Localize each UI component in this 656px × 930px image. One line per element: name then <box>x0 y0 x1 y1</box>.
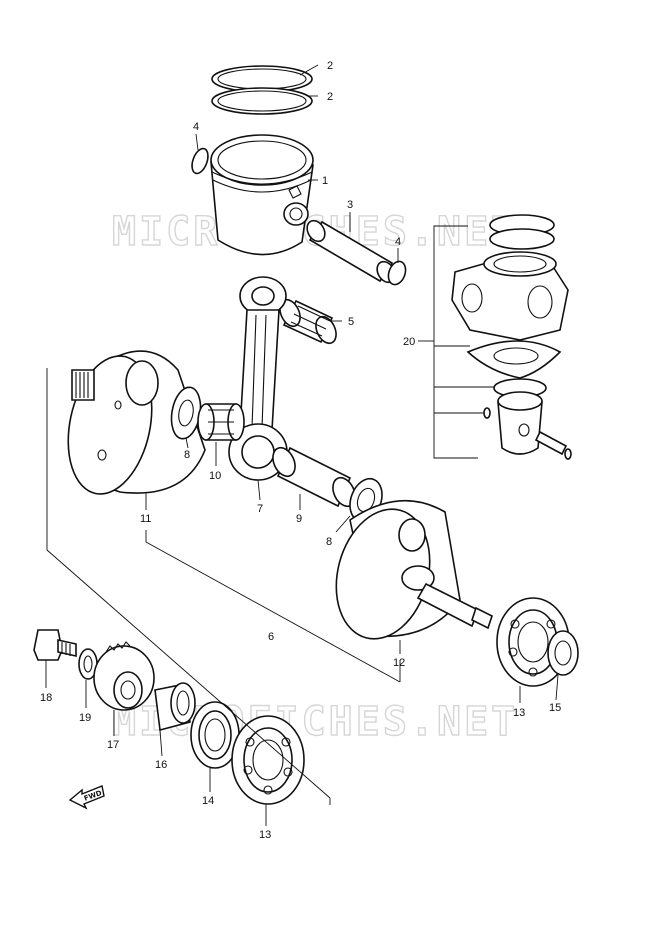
spacer <box>154 682 196 732</box>
crank-bolt <box>33 629 77 661</box>
callout-17: 17 <box>107 739 119 751</box>
crank-bearing-left <box>231 715 305 805</box>
piston <box>210 134 314 256</box>
callout-5: 5 <box>348 316 354 328</box>
callout-9: 9 <box>296 513 302 525</box>
callout-13-lower: 13 <box>259 829 271 841</box>
callout-15: 15 <box>549 702 561 714</box>
callout-6: 6 <box>268 631 274 643</box>
cylinder-kit <box>451 214 572 460</box>
callout-11: 11 <box>140 513 151 525</box>
callout-8-left: 8 <box>184 449 190 461</box>
crank-wheel-right <box>335 499 493 640</box>
needle-bearing-small-end <box>279 298 337 345</box>
cylinder-kit-bracket <box>418 225 496 459</box>
callout-16: 16 <box>155 759 167 771</box>
primary-drive-gear <box>93 641 155 711</box>
callout-1: 1 <box>322 175 328 187</box>
crankshaft-assembly-bracket <box>46 368 401 805</box>
callout-20: 20 <box>403 336 415 348</box>
lock-washer <box>78 648 98 680</box>
callout-19: 19 <box>79 712 91 724</box>
connecting-rod <box>228 276 288 481</box>
piston-ring-lower <box>211 87 313 115</box>
callout-2-lower: 2 <box>327 91 333 103</box>
callout-12: 12 <box>393 657 405 669</box>
callout-3: 3 <box>347 199 353 211</box>
callout-4-right: 4 <box>395 236 401 248</box>
leader-lines <box>45 64 559 826</box>
callout-18: 18 <box>40 692 52 704</box>
callout-14: 14 <box>202 795 214 807</box>
oil-seal-right <box>547 630 579 676</box>
fwd-direction-marker: FWD <box>68 785 105 810</box>
circlip-left <box>191 147 209 175</box>
oil-seal <box>190 701 240 769</box>
callout-2-upper: 2 <box>327 60 333 72</box>
circlip-right <box>387 260 407 286</box>
callout-10: 10 <box>209 470 221 482</box>
callout-7: 7 <box>257 503 263 515</box>
arrow-left-icon <box>68 785 105 810</box>
callout-8-right: 8 <box>326 536 332 548</box>
needle-bearing-big-end <box>197 403 245 441</box>
callout-13-right: 13 <box>513 707 525 719</box>
crank-wheel-left <box>67 350 206 495</box>
crank-pin <box>272 446 356 508</box>
callout-4-left: 4 <box>193 121 199 133</box>
callout-labels: 2 2 4 1 3 4 5 20 8 10 11 7 9 8 6 12 18 1… <box>40 60 561 841</box>
